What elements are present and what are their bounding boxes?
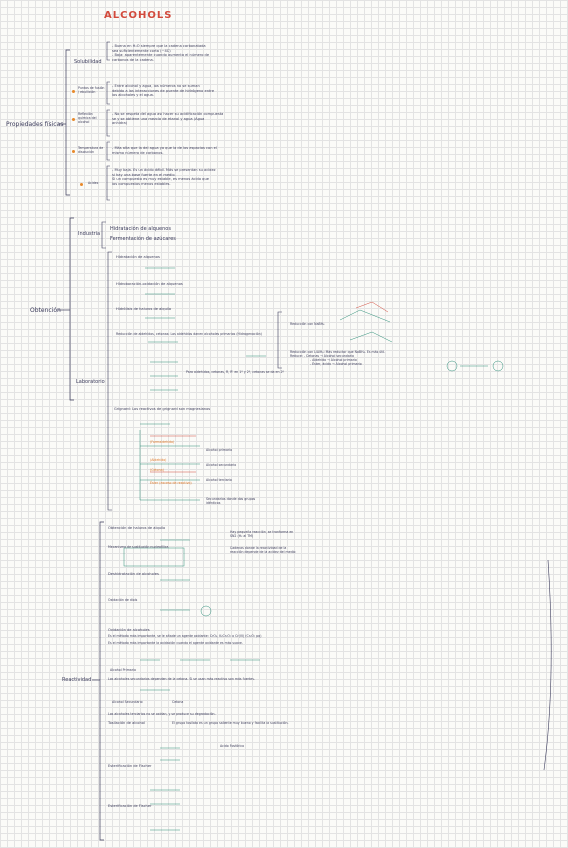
text-line: - No se respeta del agua así hacer su ac… bbox=[112, 112, 224, 116]
text-line: carbonos de la cadena. bbox=[112, 57, 154, 62]
acidez-label: Acidez bbox=[88, 181, 99, 185]
react-item: Tosilación de alcohol bbox=[108, 721, 145, 725]
text-line: los alcoholes y el agua. bbox=[112, 93, 155, 98]
page-title: ALCOHOLS bbox=[104, 10, 173, 21]
propiedades-label: Propiedades físicas bbox=[6, 121, 64, 128]
lab-note: Para aldehídos, cetonas, R, R' en 1º y 2… bbox=[186, 370, 285, 374]
text-line: los compuestos menos estables. bbox=[112, 181, 171, 186]
acidez-text: - Muy baja. Es un ácido débil. Más se pr… bbox=[112, 168, 312, 186]
text-line: sea suficientemente corta (~4C) bbox=[112, 48, 171, 53]
react-item: Alcohol Secundario bbox=[112, 700, 143, 704]
react-item: Oxidación de diols bbox=[108, 598, 138, 602]
grignard-label: (Formaldehído) bbox=[150, 440, 175, 444]
react-item: Mecanismo de sustitución nucleofílica bbox=[108, 545, 169, 549]
lab-item: Reducción de aldehídos, cetonas: Los ald… bbox=[116, 332, 262, 336]
text-line: - Muy baja. Es un ácido débil. Más se pr… bbox=[112, 168, 216, 172]
text-line: Reduce: - Cetonas → Alcohol secundario bbox=[290, 354, 354, 358]
text-line: si hay una base fuerte en el medio. bbox=[112, 172, 176, 177]
grignard-label: Éster (exceso de reactivo) bbox=[150, 481, 192, 485]
text-line: Si un compuesto es muy estable, es menos… bbox=[112, 177, 209, 182]
text-line: - Entre alcohol y agua, los números no s… bbox=[112, 84, 200, 88]
text-line: - Buena en H₂O siempre que la cadena car… bbox=[112, 44, 206, 48]
react-item: Esterificación de Fischer bbox=[108, 764, 152, 768]
lab-item: Grignard: Los reactivos de grignard son … bbox=[114, 407, 211, 411]
text-line: debido a las interacciones de puente de … bbox=[112, 88, 215, 93]
react-item: Esterificación de Fischer bbox=[108, 804, 152, 808]
puntos-label: Puntos de fusión / ebullición bbox=[78, 86, 105, 94]
text-line: - Más alta que la del agua ya que la de … bbox=[112, 146, 217, 150]
laboratorio-label: Laboratorio bbox=[76, 379, 105, 385]
obtencion-label: Obtención bbox=[30, 307, 61, 314]
react-item: Oxidación de alcoholes bbox=[108, 628, 150, 632]
text-line: - Aldehído → Alcohol primario bbox=[310, 358, 357, 362]
temperatura-text: - Más alta que la del agua ya que la de … bbox=[112, 146, 312, 155]
react-item: Deshidratación de alcoholes bbox=[108, 572, 159, 576]
text-line: mismo número de carbonos. bbox=[112, 150, 164, 155]
solubilidad-text: - Buena en H₂O siempre que la cadena car… bbox=[112, 44, 312, 62]
react-item: Es el método más importante la oxidación… bbox=[108, 641, 243, 645]
react-item: Los alcoholes terciarios no se oxidan, y… bbox=[108, 712, 216, 716]
industria-item: Hidratación de alquenos bbox=[110, 226, 171, 232]
reduccion-nabh4: Reducción con NaBH₄ bbox=[290, 322, 325, 326]
temperatura-label: Temperatura de disolución bbox=[78, 146, 104, 154]
reflexion-text: - No se respeta del agua así hacer su ac… bbox=[112, 112, 312, 126]
react-item: Cetona bbox=[172, 700, 184, 704]
lab-note: Secundarios donde dos grupos idénticos bbox=[206, 497, 256, 505]
solubilidad-label: Solubilidad bbox=[74, 59, 102, 65]
text-line: Reducción con LiAlH₄: Más reductor que N… bbox=[290, 350, 386, 354]
lab-note: Alcohol terciario bbox=[206, 478, 232, 482]
text-line: - Baja: aparentemente cuando aumenta el … bbox=[112, 53, 210, 58]
react-item: El grupo tosilato es un grupo saliente m… bbox=[172, 721, 289, 725]
reactividad-label: Reactividad bbox=[62, 677, 92, 683]
text-line: se y se obtiene una mezcla de etanol y a… bbox=[112, 116, 205, 121]
bullet-icon bbox=[72, 90, 75, 93]
grignard-label: (Aldehído) bbox=[150, 458, 167, 462]
react-note: Hay pequeña reacción, se tranforma en SN… bbox=[230, 530, 294, 538]
reduccion-lialh4: Reducción con LiAlH₄: Más reductor que N… bbox=[290, 350, 450, 366]
bullet-icon bbox=[80, 183, 83, 186]
react-item: Obtención de haluros de alquilo bbox=[108, 526, 166, 530]
reflexion-label: Reflexión química del alcohol bbox=[78, 112, 97, 124]
grignard-label: (Cetona) bbox=[150, 468, 164, 472]
lab-note: Alcohol primario bbox=[206, 448, 233, 452]
react-item: Los alcoholes secundarios dependen de la… bbox=[108, 677, 255, 681]
industria-item: Fermentación de azúcares bbox=[110, 236, 176, 242]
puntos-text: - Entre alcohol y agua, los números no s… bbox=[112, 84, 312, 98]
react-note: Cadenas donde la reactividad de la reacc… bbox=[230, 546, 296, 554]
industria-label: Industria bbox=[78, 231, 101, 237]
react-item: Alcohol Primario bbox=[110, 668, 136, 672]
react-item: Es el método más importante, se le añade… bbox=[108, 634, 262, 638]
bullet-icon bbox=[72, 118, 75, 121]
lab-item: Hidrólisis de haluros de alquilo bbox=[116, 307, 172, 311]
text-line: - Éster, ácido → Alcohol primario bbox=[310, 362, 362, 366]
lab-note: Alcohol secundario bbox=[206, 463, 237, 467]
bullet-icon bbox=[72, 150, 75, 153]
text-line: anhidra) bbox=[112, 121, 128, 126]
react-item: Acido Fosfórico bbox=[220, 744, 245, 748]
lab-item: Hidroboración-oxidación de alquenos bbox=[116, 282, 183, 286]
lab-item: Hidratación de alquenos bbox=[116, 255, 160, 259]
